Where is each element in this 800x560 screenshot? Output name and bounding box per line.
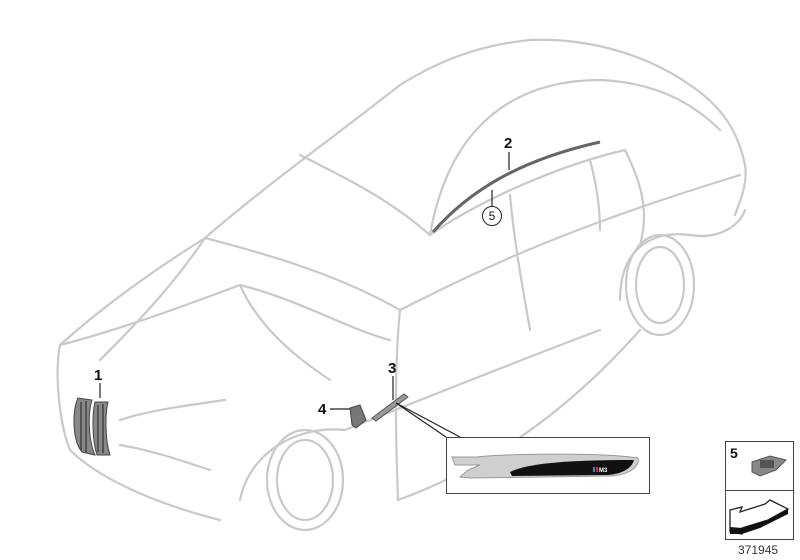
roof-moulding-part xyxy=(431,140,601,233)
leader-lines xyxy=(99,152,510,438)
side-gill-trim-part xyxy=(371,393,409,422)
m3-badge-text: M3 xyxy=(599,468,608,474)
clip-part-thumbnail xyxy=(751,455,787,477)
side-gill-detail-image: M3 xyxy=(451,453,639,479)
bracket-part xyxy=(349,404,367,429)
callout-2: 2 xyxy=(504,135,513,152)
kidney-grille-part xyxy=(73,397,111,456)
callout-4: 4 xyxy=(318,401,327,418)
callout-1: 1 xyxy=(94,367,103,384)
callout-3: 3 xyxy=(388,360,397,377)
car-body-outline xyxy=(56,38,747,532)
diagram-id: 371945 xyxy=(738,543,779,557)
callout-5-circled: 5 xyxy=(482,206,502,226)
direction-arrow-icon xyxy=(729,499,790,535)
legend-box-number: 5 xyxy=(730,445,738,461)
